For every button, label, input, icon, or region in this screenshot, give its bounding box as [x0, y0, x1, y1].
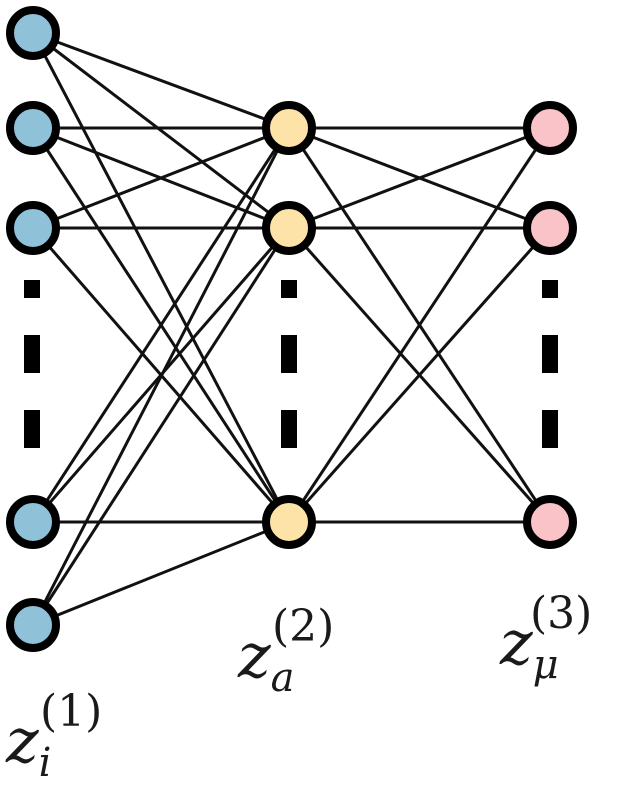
- layer-2-ellipsis-dash: [281, 335, 297, 373]
- layer-3-label: zμ: [499, 606, 559, 688]
- layer-3-neuron-1: [523, 101, 577, 155]
- layer-3-label-base: z: [499, 606, 533, 679]
- layer-2-ellipsis-dot: [281, 280, 297, 298]
- layer-1-neuron-1: [6, 6, 60, 60]
- edge-l1-0-to-l2-1: [32, 31, 290, 230]
- layer-1-label-sub: i: [39, 740, 52, 786]
- ellipsis-markers: [24, 280, 558, 448]
- layer-1-ellipsis-dot: [24, 280, 40, 298]
- edge-l1-4-to-l2-2: [32, 520, 290, 627]
- layer-1-neuron-5: [6, 598, 60, 652]
- edge-l1-0-to-l2-0: [32, 31, 290, 130]
- layer-1-neuron-2: [6, 101, 60, 155]
- edge-l1-4-to-l2-0: [31, 127, 291, 626]
- edge-l1-3-to-l2-0: [31, 127, 291, 523]
- layer-1-label-sup: (1): [40, 686, 102, 737]
- layer-1-label: zi: [5, 704, 51, 786]
- edge-l1-0-to-l2-2: [31, 32, 291, 523]
- layer-2-label: za: [237, 619, 295, 701]
- layer-2-neuron-3: [262, 495, 316, 549]
- layer-3-neuron-3: [523, 495, 577, 549]
- layer-3-ellipsis-dash: [542, 335, 558, 373]
- layer-3-label-sup: (3): [530, 588, 592, 639]
- layer-1-label-base: z: [5, 704, 39, 777]
- layer-2-label-base: z: [237, 619, 271, 692]
- edge-l2-2-to-l3-0: [287, 127, 552, 523]
- layer-2-neuron-2: [262, 201, 316, 255]
- layer-1-ellipsis-dash: [24, 335, 40, 373]
- edge-l2-2-to-l3-1: [287, 227, 552, 523]
- connections: [31, 31, 552, 627]
- edge-l1-4-to-l2-1: [31, 227, 291, 626]
- layer-2-ellipsis-dash: [281, 410, 297, 448]
- layer-3-ellipsis-dash: [542, 410, 558, 448]
- edge-l2-1-to-l3-0: [288, 126, 551, 230]
- layer-2-label-sup: (2): [272, 601, 334, 652]
- layer-1-neuron-3: [6, 201, 60, 255]
- layer-2-label-sub: a: [271, 655, 295, 701]
- layer-2-neuron-1: [262, 101, 316, 155]
- edge-l1-2-to-l2-0: [32, 126, 290, 230]
- neurons: [6, 6, 577, 652]
- layer-3-neuron-2: [523, 201, 577, 255]
- layer-1-ellipsis-dash: [24, 410, 40, 448]
- layer-3-label-sub: μ: [533, 642, 559, 688]
- layer-3-ellipsis-dot: [542, 280, 558, 298]
- layer-1-neuron-4: [6, 495, 60, 549]
